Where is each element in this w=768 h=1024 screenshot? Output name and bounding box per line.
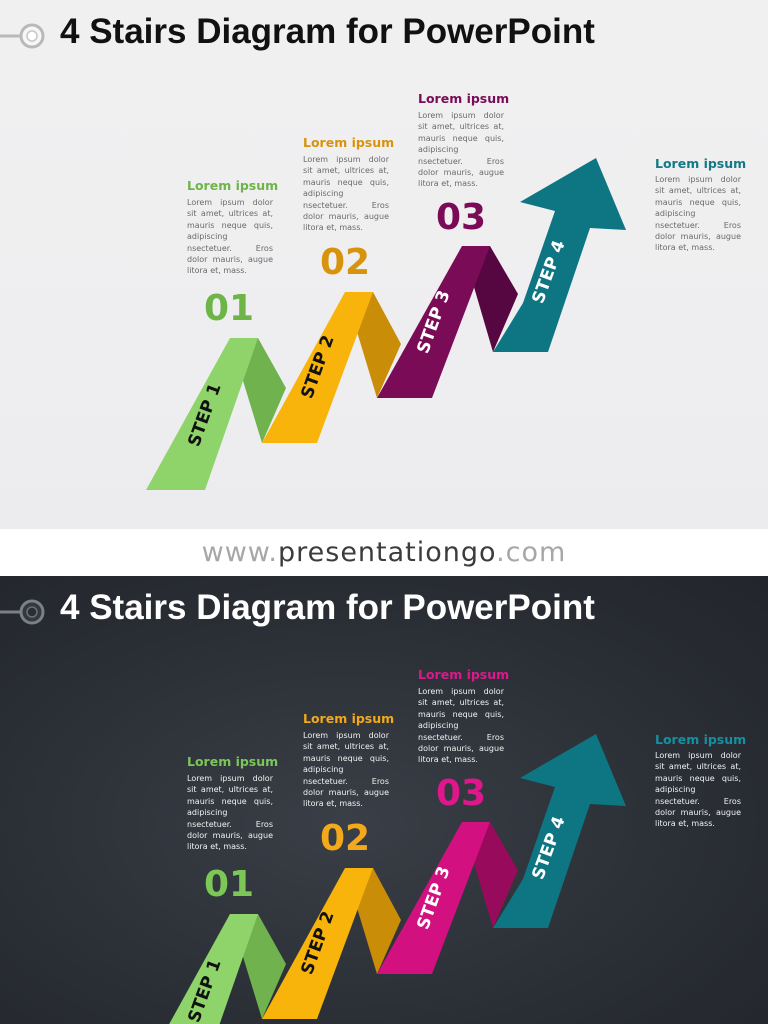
step-1-band [146, 338, 258, 490]
title-bullet-icon [0, 23, 45, 49]
step-1-heading: Lorem ipsum [187, 178, 279, 193]
stairs-diagram: STEP 1 STEP 2 STEP 3 STEP 4 01 02 03 [169, 734, 626, 1024]
step-4-heading: Lorem ipsum [655, 732, 747, 747]
step-2-heading: Lorem ipsum [303, 135, 395, 150]
step-3-band [377, 822, 490, 974]
footer-suffix: .com [496, 537, 567, 568]
footer-brand: presentationgo [278, 537, 497, 568]
light-slide: 4 Stairs Diagram for PowerPoint STEP 1 S… [0, 0, 768, 529]
step-3-heading: Lorem ipsum [418, 667, 510, 682]
step-2-band [262, 292, 373, 443]
step-1-text: Lorem ipsum dolor sit amet, ultrices at,… [187, 774, 273, 852]
step-1-number: 01 [204, 288, 254, 329]
step-4-heading: Lorem ipsum [655, 156, 747, 171]
step-3-heading: Lorem ipsum [418, 91, 510, 106]
slide-title: 4 Stairs Diagram for PowerPoint [60, 12, 595, 51]
step-3-text: Lorem ipsum dolor sit amet, ultrices at,… [418, 687, 504, 765]
step-4-arrow [493, 734, 626, 928]
step-3-number: 03 [436, 773, 486, 814]
step-2-heading: Lorem ipsum [303, 711, 395, 726]
footer-banner: www.presentationgo.com [0, 529, 768, 576]
step-2-number: 02 [320, 818, 370, 859]
step-3-text: Lorem ipsum dolor sit amet, ultrices at,… [418, 111, 504, 189]
step-2-text: Lorem ipsum dolor sit amet, ultrices at,… [303, 731, 389, 809]
title-bullet-icon [0, 599, 45, 625]
step-1-text: Lorem ipsum dolor sit amet, ultrices at,… [187, 198, 273, 276]
step-2-text: Lorem ipsum dolor sit amet, ultrices at,… [303, 155, 389, 233]
step-2-band [262, 868, 373, 1019]
step-3-band [377, 246, 490, 398]
step-1-number: 01 [204, 864, 254, 905]
step-4-text: Lorem ipsum dolor sit amet, ultrices at,… [655, 751, 741, 829]
stairs-diagram: STEP 1 STEP 2 STEP 3 STEP 4 01 02 03 [146, 158, 626, 490]
step-4-text: Lorem ipsum dolor sit amet, ultrices at,… [655, 175, 741, 253]
dark-slide: 4 Stairs Diagram for PowerPoint STEP 1 S… [0, 576, 768, 1024]
footer-prefix: www. [201, 537, 278, 568]
step-4-arrow [493, 158, 626, 352]
step-2-number: 02 [320, 242, 370, 283]
step-3-number: 03 [436, 197, 486, 238]
step-1-heading: Lorem ipsum [187, 754, 279, 769]
slide-title: 4 Stairs Diagram for PowerPoint [60, 588, 595, 627]
step-1-band [169, 914, 258, 1024]
